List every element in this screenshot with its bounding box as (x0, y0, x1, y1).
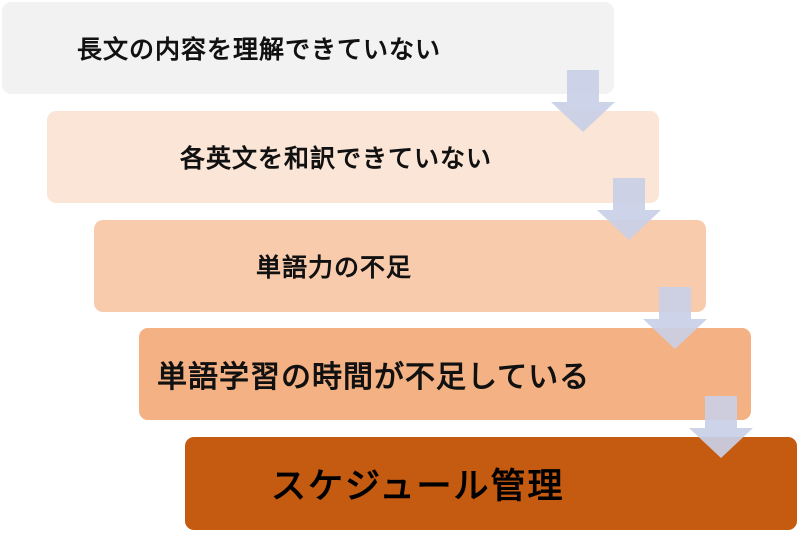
step-2-box: 各英文を和訳できていない (47, 111, 659, 203)
step-1-label: 長文の内容を理解できていない (77, 35, 442, 64)
step-2-label: 各英文を和訳できていない (180, 144, 493, 173)
step-5-box: スケジュール管理 (185, 437, 797, 530)
arrow-down-icon (643, 287, 707, 349)
step-4-box: 単語学習の時間が不足している (139, 328, 751, 420)
step-4-label: 単語学習の時間が不足している (157, 360, 591, 395)
arrow-down-icon (689, 396, 753, 458)
step-5-label: スケジュール管理 (271, 467, 565, 507)
arrow-down-icon (597, 178, 661, 240)
step-1-box: 長文の内容を理解できていない (2, 2, 614, 94)
step-3-label: 単語力の不足 (256, 253, 413, 282)
step-3-box: 単語力の不足 (94, 220, 706, 312)
arrow-down-icon (551, 70, 615, 132)
